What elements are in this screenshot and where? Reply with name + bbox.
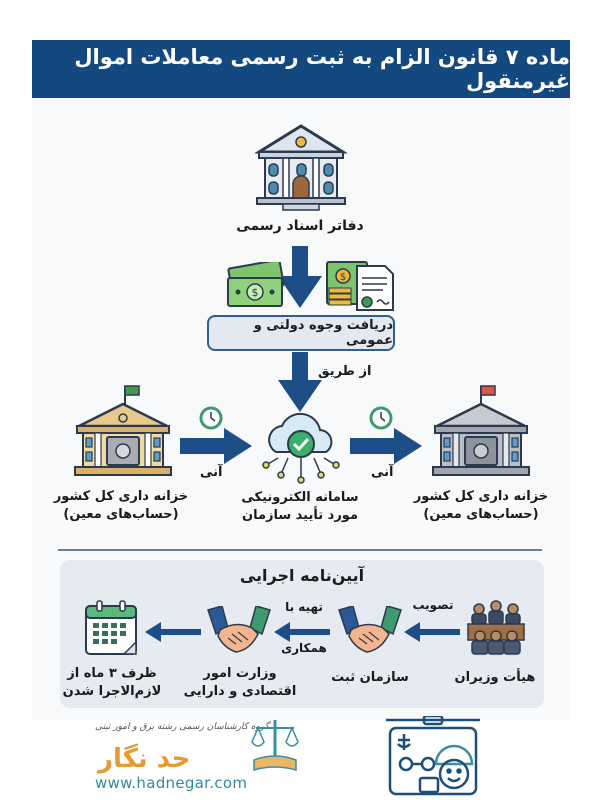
clock-icon: [199, 406, 223, 430]
step-registry-label: سازمان ثبت: [331, 670, 409, 685]
step-deadline-label-line2: لازم‌الاجرا شدن: [62, 684, 162, 699]
receipt-box-label: دریافت وجوه دولتی و عمومی: [253, 318, 393, 348]
system-label-line1: سامانه الکترونیکی: [241, 490, 359, 505]
prepare-label-line1: تهیه با: [285, 600, 323, 614]
svg-text:$: $: [340, 272, 346, 283]
section-divider: [58, 549, 542, 551]
red-flag-icon: [480, 385, 496, 396]
down-arrow-icon: [278, 352, 322, 412]
step-cabinet-label: هیأت وزیران: [454, 670, 536, 685]
invoice-coins-icon: $: [326, 261, 394, 311]
title-banner: ماده ۷ قانون الزام به ثبت رسمی معاملات ا…: [32, 40, 570, 98]
step-ministry-label-line2: اقتصادی و دارایی: [183, 684, 297, 699]
website-link[interactable]: www.hadnegar.com: [95, 774, 248, 792]
regulation-title: آیین‌نامه اجرایی: [239, 566, 365, 585]
treasury-building-gray-icon: [432, 385, 530, 476]
handshake-icon: [207, 606, 271, 653]
clock-icon: [369, 406, 393, 430]
footer: [0, 720, 600, 800]
treasury-right-label-line2: (حساب‌های معین): [423, 507, 539, 522]
left-arrow-icon: [404, 622, 460, 642]
svg-text:$: $: [252, 286, 259, 299]
via-label: از طریق: [318, 364, 372, 379]
treasury-left-label-line2: (حساب‌های معین): [63, 507, 179, 522]
notary-office-building-icon: [255, 124, 347, 211]
cash-money-icon: $: [227, 262, 285, 307]
instant-right-label: آنی: [371, 465, 394, 480]
page-title: ماده ۷ قانون الزام به ثبت رسمی معاملات ا…: [74, 45, 570, 93]
treasury-right-label-line1: خزانه داری کل کشور: [413, 489, 549, 504]
step-deadline-label-line1: ظرف ۳ ماه از: [67, 666, 157, 681]
down-arrow-icon: [278, 246, 322, 308]
cloud-check-network-icon: [262, 412, 340, 484]
left-arrow-icon: [274, 622, 330, 642]
receipt-box: دریافت وجوه دولتی و عمومی: [207, 315, 395, 351]
approve-label: تصویب: [412, 598, 454, 612]
engineer-expert-logo-icon: [386, 716, 480, 796]
notary-label: دفاتر اسناد رسمی: [236, 218, 364, 234]
brand-tagline: گروه کارشناسان رسمی رشته برق و امور ثبتی: [95, 722, 270, 732]
cabinet-ministers-icon: [467, 600, 525, 655]
right-arrow-icon: [350, 428, 422, 464]
prepare-label-line2: همکاری: [281, 641, 327, 655]
calendar-icon: [85, 600, 137, 655]
treasury-building-gold-icon: [74, 385, 172, 476]
left-arrow-icon: [145, 622, 201, 642]
treasury-left-label-line1: خزانه داری کل کشور: [53, 489, 189, 504]
step-ministry-label-line1: وزارت امور: [203, 666, 277, 681]
green-flag-icon: [124, 385, 140, 396]
handshake-icon: [338, 606, 402, 653]
scales-of-justice-logo-icon: [251, 720, 299, 771]
instant-left-label: آنی: [200, 465, 223, 480]
brand-name: حد نگار: [98, 744, 191, 774]
right-arrow-icon: [180, 428, 252, 464]
system-label-line2: مورد تأیید سازمان: [241, 508, 359, 523]
